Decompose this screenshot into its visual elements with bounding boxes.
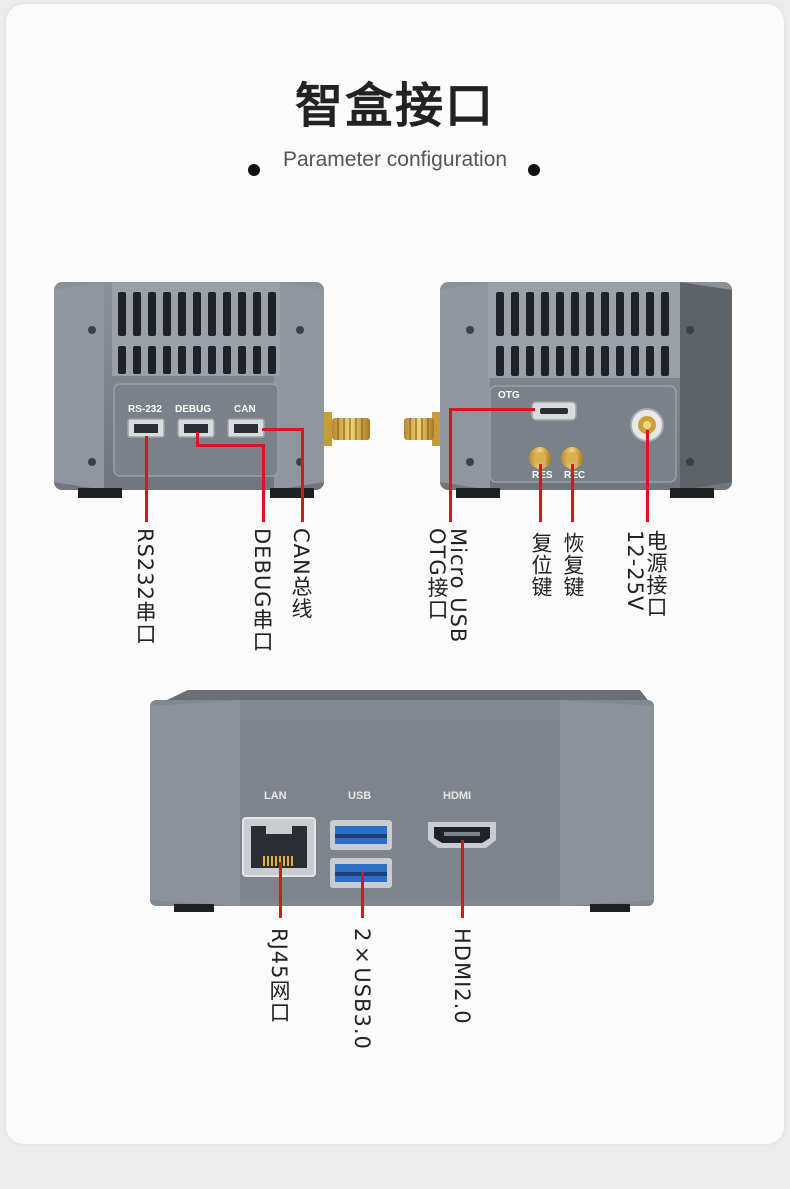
vent-slot xyxy=(118,292,126,336)
callout-can: CAN总线 xyxy=(289,528,313,620)
callout-line-rec xyxy=(571,464,574,522)
vent-slot xyxy=(526,346,534,376)
callout-line-otg xyxy=(449,408,452,522)
callout-rj45: RJ45网口 xyxy=(267,928,291,1024)
callout-hdmi: HDMI2.0 xyxy=(450,928,474,1025)
port-label-rs232: RS-232 xyxy=(128,404,162,415)
vent-slot xyxy=(616,346,624,376)
vent-slot xyxy=(148,346,156,374)
vent-slot xyxy=(208,292,216,336)
vent-slot xyxy=(223,292,231,336)
callout-line-debug-v xyxy=(196,432,199,446)
callout-line-rj45 xyxy=(279,862,282,918)
vent-slot xyxy=(586,346,594,376)
port-label-hdmi: HDMI xyxy=(443,790,472,802)
vent-slot xyxy=(208,346,216,374)
vent-slot xyxy=(601,292,609,336)
vent-slot xyxy=(616,292,624,336)
vent-slot xyxy=(496,292,504,336)
callout-debug: DEBUG串口 xyxy=(250,528,274,653)
vent-slot xyxy=(193,292,201,336)
vent-slot xyxy=(238,292,246,336)
callout-line-hdmi xyxy=(461,840,464,918)
vent-slot xyxy=(541,346,549,376)
port-label-lan: LAN xyxy=(264,790,287,802)
vent-slot xyxy=(571,346,579,376)
bullet-dot-left-icon xyxy=(248,164,260,176)
page-card xyxy=(6,4,784,1144)
vent-slot xyxy=(631,346,639,376)
port-label-otg: OTG xyxy=(498,390,520,401)
callout-recovery-key: 恢复键 xyxy=(561,532,585,598)
vent-slot xyxy=(511,292,519,336)
callout-micro-usb-otg: Micro USB OTG接口 xyxy=(425,528,470,644)
vent-slot xyxy=(238,346,246,374)
bullet-dot-right-icon xyxy=(528,164,540,176)
vent-slot xyxy=(526,292,534,336)
vent-slot xyxy=(601,346,609,376)
vent-slot xyxy=(511,346,519,376)
callout-line-debug xyxy=(262,444,265,522)
vent-slot xyxy=(268,346,276,374)
callout-usb3: 2×USB3.0 xyxy=(350,928,374,1050)
vent-slot xyxy=(646,346,654,376)
callout-line-can-h xyxy=(262,428,304,431)
vent-slot xyxy=(133,292,141,336)
callout-line-res xyxy=(539,464,542,522)
vent-slot xyxy=(541,292,549,336)
vent-slot xyxy=(661,346,669,376)
callout-line-usb xyxy=(361,872,364,918)
vent-slot xyxy=(496,346,504,376)
port-label-res: RES xyxy=(532,470,553,481)
vent-slot xyxy=(556,292,564,336)
vent-slot xyxy=(646,292,654,336)
callout-rs232: RS232串口 xyxy=(133,528,157,646)
port-label-can: CAN xyxy=(234,404,256,415)
callout-line-power xyxy=(646,430,649,522)
vent-slot xyxy=(193,346,201,374)
port-label-debug: DEBUG xyxy=(175,404,212,415)
vent-slot xyxy=(163,346,171,374)
vent-slot xyxy=(661,292,669,336)
vent-slot xyxy=(556,346,564,376)
vent-slot xyxy=(268,292,276,336)
callout-line-otg-h xyxy=(449,408,535,411)
vent-slot xyxy=(586,292,594,336)
callout-line-can xyxy=(301,428,304,522)
vent-slot xyxy=(223,346,231,374)
callout-power-port: 电源接口 12-25V xyxy=(623,530,668,618)
vent-slot xyxy=(118,346,126,374)
callout-reset-key: 复位键 xyxy=(529,532,553,598)
page-subtitle: Parameter configuration xyxy=(282,148,508,171)
page-title: 智盒接口 xyxy=(294,78,495,134)
vent-slot xyxy=(178,346,186,374)
vent-slot xyxy=(253,292,261,336)
vent-slot xyxy=(178,292,186,336)
vent-slot xyxy=(133,346,141,374)
port-label-usb: USB xyxy=(348,790,372,802)
vent-slot xyxy=(163,292,171,336)
callout-line-rs232 xyxy=(145,436,148,522)
vent-slot xyxy=(253,346,261,374)
callout-line-debug-h xyxy=(196,444,265,447)
vent-slot xyxy=(571,292,579,336)
vent-slot xyxy=(631,292,639,336)
vent-slot xyxy=(148,292,156,336)
port-label-rec: REC xyxy=(564,470,586,481)
